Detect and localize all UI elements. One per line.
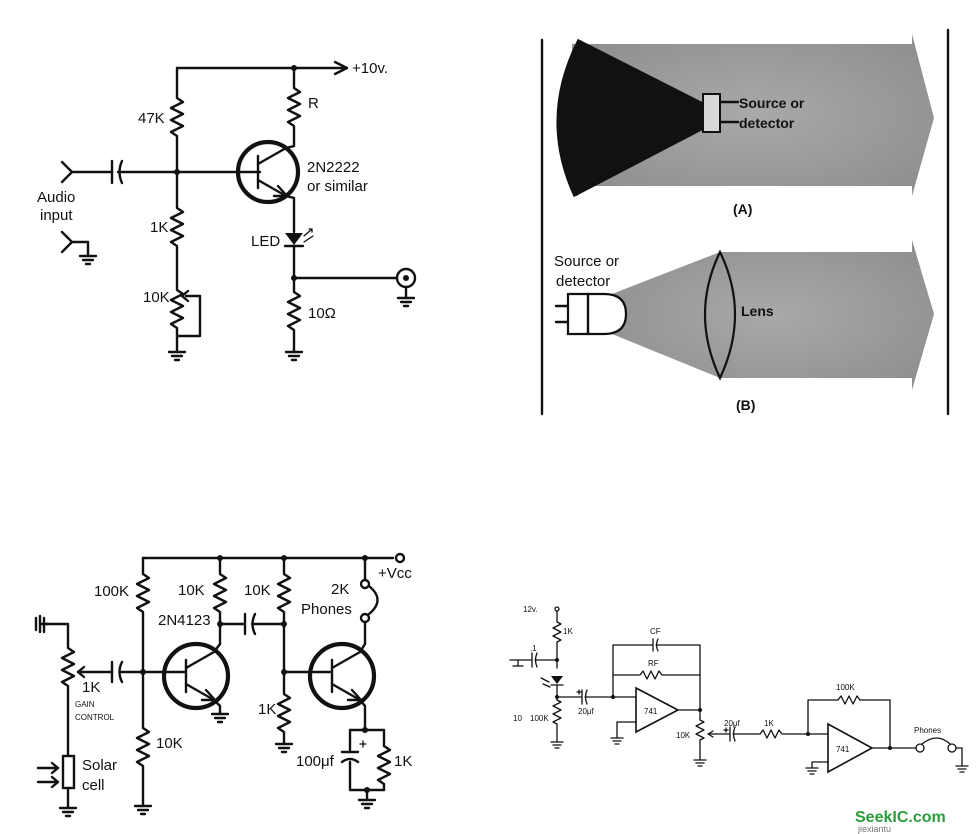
solar-cell-icon — [61, 754, 76, 790]
phones-icon — [921, 737, 951, 745]
reflector-icon — [558, 40, 718, 196]
circuit-opamp-receiver: 12v. 1K .1 10 100K 20μf CF RF 741 — [509, 605, 969, 775]
phones-value-label: 2K — [331, 581, 349, 598]
beam-b — [612, 240, 934, 390]
caption-a: (A) — [733, 201, 752, 217]
ground-symbol — [284, 350, 304, 362]
caption-b: (B) — [736, 397, 755, 413]
circuit-solar-receiver: +Vcc 100K 10K 2N4123 10K 2K Phones — [34, 552, 412, 818]
cap-100uf-label: 100μf — [296, 753, 335, 770]
cap-20uf-b-label: 20μf — [724, 719, 741, 728]
photodiode-icon — [551, 676, 563, 684]
resistor-1k-in-label: 1K — [764, 719, 774, 728]
watermark: SeekIC.com jiexiantu — [855, 809, 946, 834]
transistor-label: 2N2222 — [307, 159, 360, 176]
gain-label-2: CONTROL — [75, 713, 115, 722]
gain-label-1: GAIN — [75, 700, 95, 709]
phones-label: Phones — [301, 601, 352, 618]
transistor-2n4123-a — [161, 641, 231, 711]
source-label-a1: Source or — [739, 95, 805, 111]
cap-label: .1 — [530, 644, 537, 653]
audio-input-line1: Audio — [37, 189, 75, 206]
resistor-100k-label: 100K — [94, 583, 129, 600]
watermark-brand: SeekIC.com — [855, 809, 946, 826]
ground-symbol — [34, 614, 42, 634]
resistor-47k-label: 47K — [138, 110, 165, 127]
circuit-led-transmitter: +10v. 47K Audio input 1K 10K R 2 — [37, 60, 417, 362]
solar-label-1: Solar — [82, 757, 117, 774]
rf-label: RF — [648, 659, 659, 668]
opamp-label-b: 741 — [836, 745, 850, 754]
solar-label-2: cell — [82, 777, 105, 794]
potentiometer-10k-label: 10K — [143, 289, 170, 306]
audio-input-line2: input — [40, 207, 73, 224]
cap-20uf-label: 20μf — [578, 707, 595, 716]
lens-label: Lens — [741, 303, 774, 319]
optics-diagram: Source or detector (A) Lens Source or de… — [540, 28, 950, 416]
beam-a — [572, 34, 934, 196]
transistor-label: 2N4123 — [158, 612, 211, 629]
resistor-100k-label: 100K — [530, 714, 549, 723]
supply-12v-label: 12v. — [523, 605, 538, 614]
resistor-10k-c-label: 10K — [156, 735, 183, 752]
source-detector-b — [566, 292, 628, 336]
supply-label: +10v. — [352, 60, 388, 77]
opamp-741-b — [827, 722, 874, 774]
vcc-label: +Vcc — [378, 565, 412, 582]
resistor-10-label: 10 — [513, 714, 522, 723]
phones-label: Phones — [914, 726, 941, 735]
led-icon — [285, 233, 303, 245]
audio-input-jack — [60, 160, 74, 184]
lens-icon — [703, 249, 737, 381]
led-label: LED — [251, 233, 280, 250]
resistor-1k-b-label: 1K — [258, 701, 276, 718]
source-label-b1: Source or — [554, 253, 619, 270]
opamp-741-a — [635, 686, 680, 734]
source-detector-a — [702, 93, 721, 133]
source-label-b2: detector — [556, 273, 610, 290]
resistor-100k-fb-label: 100K — [836, 683, 855, 692]
resistor-1k-top: 1K — [563, 627, 573, 636]
resistor-1k-c-label: 1K — [394, 753, 412, 770]
source-label-a2: detector — [739, 115, 795, 131]
watermark-sub: jiexiantu — [857, 824, 891, 834]
resistor-10ohm-label: 10Ω — [308, 305, 336, 322]
transistor-2n2222 — [235, 139, 301, 205]
transistor-note: or similar — [307, 178, 368, 195]
ground-symbol — [78, 254, 98, 266]
ground-symbol — [167, 350, 187, 362]
pot-1k-label: 1K — [82, 679, 100, 696]
opamp-label-a: 741 — [644, 707, 658, 716]
resistor-r-label: R — [308, 95, 319, 112]
resistor-10k-b-label: 10K — [244, 582, 271, 599]
pot-10k-label: 10K — [676, 731, 691, 740]
resistor-1k-label: 1K — [150, 219, 168, 236]
resistor-10k-label: 10K — [178, 582, 205, 599]
vcc-terminal[interactable] — [394, 552, 406, 564]
phones-icon — [367, 584, 379, 616]
transistor-2n4123-b — [307, 641, 377, 711]
cf-label: CF — [650, 627, 661, 636]
